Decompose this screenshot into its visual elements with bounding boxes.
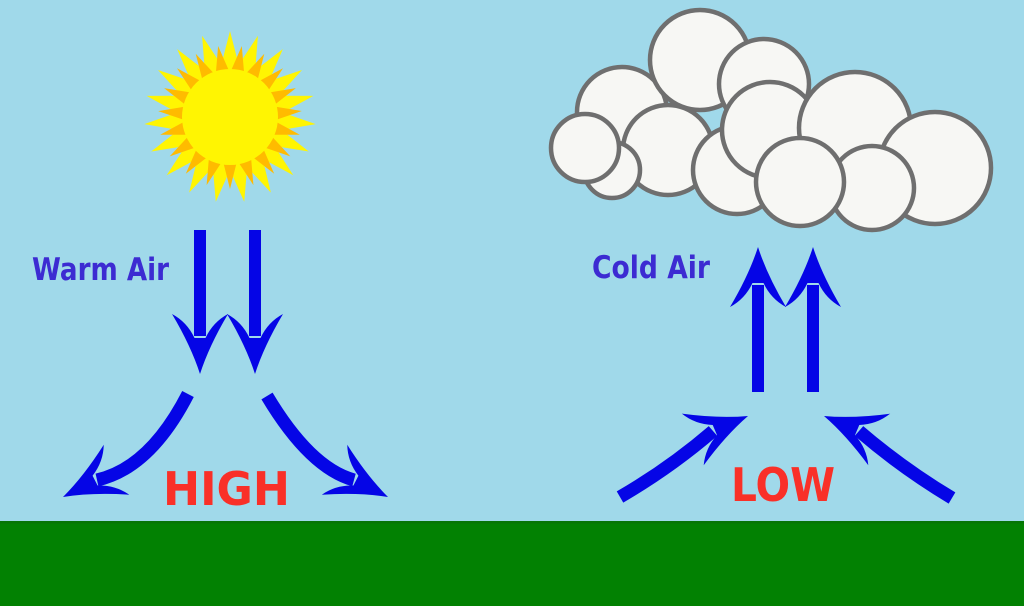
clouds-icon <box>548 7 994 233</box>
down-arrow-shaft <box>194 230 206 336</box>
down-arrows-icon <box>172 230 283 374</box>
sun-disc <box>182 69 278 165</box>
ground-edge <box>0 521 1024 524</box>
sun-icon <box>144 31 316 202</box>
down-arrow-shaft <box>249 230 261 336</box>
cloud-lobe <box>548 111 622 185</box>
diverging-arrow-right-shaft <box>261 392 356 487</box>
high-pressure-label: HIGH <box>163 462 290 516</box>
warm-air-label: Warm Air <box>32 252 170 288</box>
up-arrow-shaft <box>752 285 764 392</box>
low-pressure-label: LOW <box>731 458 835 512</box>
ground <box>0 521 1024 606</box>
diverging-arrow-left-shaft <box>95 391 194 487</box>
cloud-lobe <box>753 135 847 229</box>
cloud-front <box>690 69 994 233</box>
up-arrows-icon <box>730 247 841 392</box>
converging-arrow-right-shaft <box>854 426 956 504</box>
cold-air-label: Cold Air <box>592 250 711 286</box>
converging-arrow-left-shaft <box>616 426 718 503</box>
up-arrow-shaft <box>807 285 819 392</box>
